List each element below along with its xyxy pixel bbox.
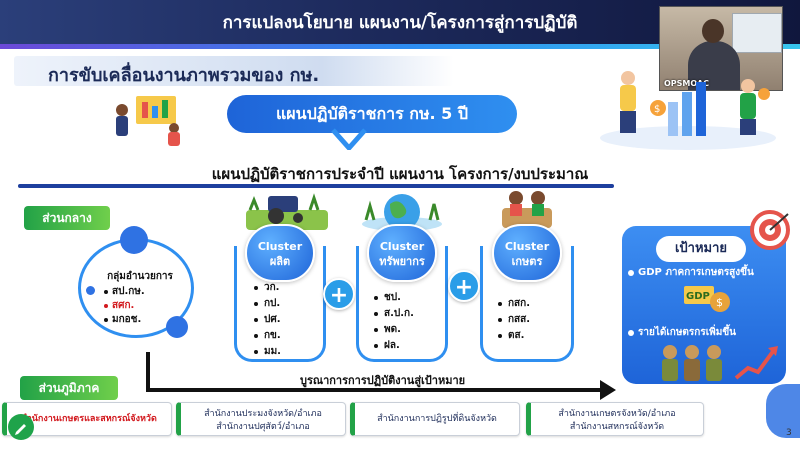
heading-underline	[18, 184, 614, 188]
participant-video[interactable]: OPSMOAC	[659, 6, 783, 91]
farmer-harvest-icon	[502, 191, 552, 228]
admin-group-list: สป.กษ. สศก. มกอช.	[104, 285, 145, 327]
pencil-icon	[15, 424, 26, 435]
circle-dot-top	[120, 226, 148, 254]
cluster-name: เกษตร	[511, 255, 543, 268]
presenter-head	[702, 19, 724, 43]
presenter-body	[688, 41, 740, 90]
section-heading: การขับเคลื่อนงานภาพรวมของ กษ.	[48, 65, 320, 86]
admin-group-item: สป.กษ.	[104, 285, 145, 299]
plus-icon: +	[323, 278, 355, 310]
cluster-label: Cluster	[257, 240, 303, 253]
admin-group-item: มกอช.	[104, 313, 145, 327]
regional-office-label: สำนักงานสหกรณ์จังหวัด	[569, 422, 665, 432]
regional-office-box: สำนักงานประมงจังหวัด/อำเภอ สำนักงานปศุสั…	[176, 402, 346, 436]
annotate-button[interactable]	[8, 414, 34, 440]
farmers-growth-icon	[662, 345, 778, 381]
section-banner	[14, 56, 454, 86]
participant-name: OPSMOAC	[664, 79, 710, 88]
cluster-label: Cluster	[504, 240, 550, 253]
video-monitor	[732, 13, 782, 53]
cluster-agri-list: กสก. กสส. ตส.	[498, 296, 530, 344]
central-section-label: ส่วนกลาง	[24, 206, 110, 230]
admin-group-title: กลุ่มอำนวยการ	[107, 271, 173, 282]
agency-item: กสก.	[498, 296, 530, 312]
title-stripe	[0, 44, 800, 49]
goal-item: GDP ภาคการเกษตรสูงขึ้น	[626, 266, 786, 280]
cluster-resource-badge[interactable]: Cluster ทรัพยากร	[367, 224, 437, 282]
agency-item: กสส.	[498, 312, 530, 328]
five-year-plan-pill: แผนปฏิบัติราชการ กษ. 5 ปี	[227, 95, 517, 133]
svg-text:$: $	[716, 296, 723, 309]
agency-item: ส.ป.ก.	[374, 306, 414, 322]
goal-list: GDP ภาคการเกษตรสูงขึ้น รายได้เกษตรกรเพิ่…	[626, 266, 786, 340]
business-growth-illustration: $	[600, 71, 776, 150]
circle-dot-left	[86, 286, 95, 295]
cluster-label: Cluster	[379, 240, 425, 253]
cluster-produce-list: วก. กป. ปศ. กข. มม.	[254, 280, 281, 360]
agency-item: พด.	[374, 322, 414, 338]
agency-item: ฝล.	[374, 338, 414, 354]
page-number: 3	[786, 428, 792, 438]
cluster-name: ผลิต	[269, 255, 291, 268]
plus-icon: +	[448, 270, 480, 302]
target-icon	[750, 210, 790, 250]
chevron-down-icon	[331, 128, 367, 150]
cluster-agri-badge[interactable]: Cluster เกษตร	[492, 224, 562, 282]
integration-arrow-stem	[146, 352, 150, 392]
goal-title: เป้าหมาย	[656, 236, 746, 262]
agency-item: ตส.	[498, 328, 530, 344]
gdp-money-icon: GDP $	[684, 286, 730, 312]
circle-dot-right	[166, 316, 188, 338]
cluster-name: ทรัพยากร	[379, 255, 425, 268]
cluster-produce-badge[interactable]: Cluster ผลิต	[245, 224, 315, 282]
regional-office-label: สำนักงานประมงจังหวัด/อำเภอ	[204, 409, 322, 419]
cluster-resource-list: ชป. ส.ป.ก. พด. ฝล.	[374, 290, 414, 354]
regional-office-box: สำนักงานการปฏิรูปที่ดินจังหวัด	[350, 402, 520, 436]
slide-title: การแปลงนโยบาย แผนงาน/โครงการสู่การปฏิบัต…	[222, 13, 578, 33]
regional-office-box: สำนักงานเกษตรจังหวัด/อำเภอ สำนักงานสหกรณ…	[526, 402, 704, 436]
regional-office-label: สำนักงานการปฏิรูปที่ดินจังหวัด	[377, 414, 497, 424]
agency-item: ชป.	[374, 290, 414, 306]
regional-office-label: สำนักงานเกษตรและสหกรณ์จังหวัด	[21, 414, 157, 424]
admin-group-item: สศก.	[104, 299, 145, 313]
agency-item: กป.	[254, 296, 281, 312]
corner-decoration	[766, 384, 800, 438]
agency-item: มม.	[254, 344, 281, 360]
agency-item: วก.	[254, 280, 281, 296]
svg-text:$: $	[654, 104, 660, 115]
regional-section-label: ส่วนภูมิภาค	[20, 376, 118, 400]
regional-office-label: สำนักงานปศุสัตว์/อำเภอ	[216, 422, 310, 432]
arrow-right-icon	[600, 380, 616, 400]
goal-item: รายได้เกษตรกรเพิ่มขึ้น	[626, 326, 786, 340]
agency-item: ปศ.	[254, 312, 281, 328]
regional-office-label: สำนักงานเกษตรจังหวัด/อำเภอ	[558, 409, 676, 419]
annual-plan-heading: แผนปฏิบัติราชการประจำปี แผนงาน โครงการ/ง…	[211, 165, 589, 183]
integration-label: บูรณาการการปฏิบัติงานสู่เป้าหมาย	[300, 374, 466, 387]
presenters-illustration	[116, 96, 180, 146]
integration-arrow-line	[146, 388, 606, 392]
gdp-badge: GDP	[686, 291, 710, 302]
agency-item: กข.	[254, 328, 281, 344]
